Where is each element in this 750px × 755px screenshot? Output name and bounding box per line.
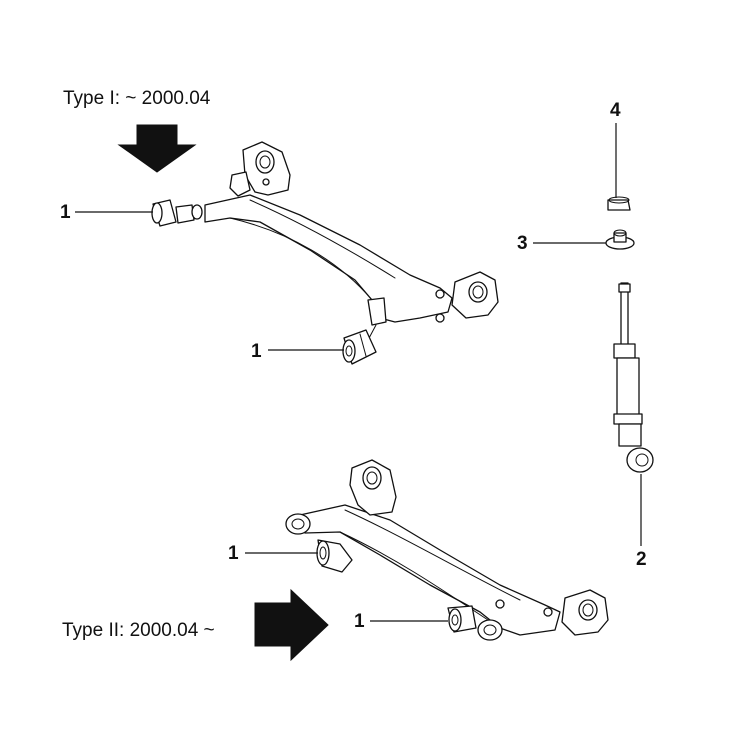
callout-bushing: 1	[228, 543, 239, 564]
bushing-part	[316, 539, 353, 573]
callout-bushing: 1	[251, 341, 262, 362]
arrow-right-icon	[254, 588, 329, 662]
nut-part	[607, 196, 631, 211]
callout-bushing: 1	[60, 202, 71, 223]
leader-lines	[75, 123, 642, 622]
type-2-axle-beam	[285, 459, 609, 641]
arrow-down-icon	[117, 124, 197, 173]
type-1-axle-beam	[204, 141, 499, 341]
callout-shock-absorber: 2	[636, 549, 647, 570]
callout-bushing: 1	[354, 611, 365, 632]
bushing-part	[151, 199, 203, 227]
bushing-part	[342, 329, 377, 365]
type-1-label: Type I: ~ 2000.04	[63, 88, 211, 109]
support-mount-part	[605, 229, 635, 250]
callout-nut: 4	[610, 100, 621, 121]
bushing-part	[447, 605, 477, 633]
callout-support-mount: 3	[517, 233, 528, 254]
shock-absorber-part	[613, 282, 654, 473]
type-2-label: Type II: 2000.04 ~	[62, 620, 215, 641]
